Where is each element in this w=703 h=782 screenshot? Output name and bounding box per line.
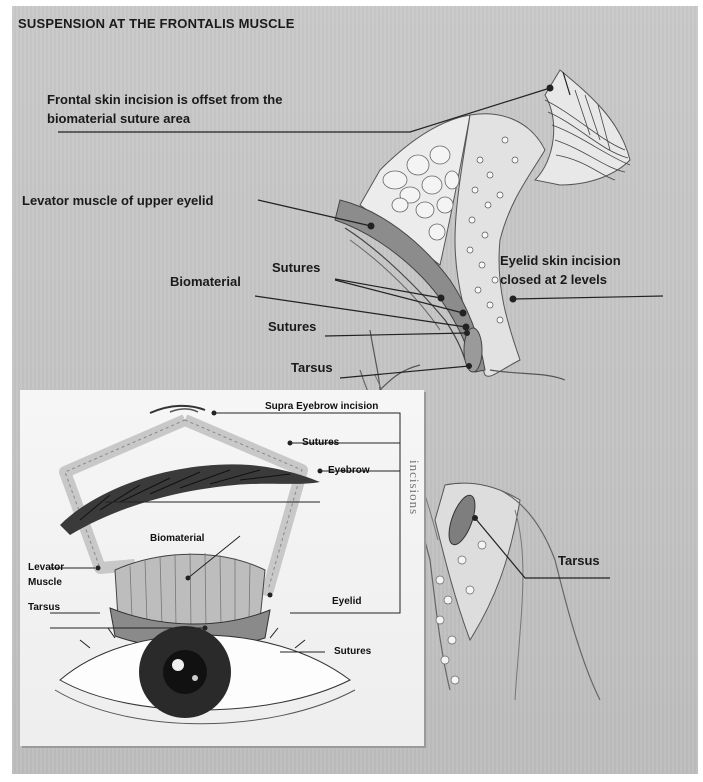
frontal-eye-illustration <box>20 390 424 746</box>
inset-biomaterial-label: Biomaterial <box>150 533 204 545</box>
frontal-incision-label-line2: biomaterial suture area <box>47 110 190 128</box>
frontal-incision-label-line1: Frontal skin incision is offset from the <box>47 91 282 109</box>
inset-tarsus-label: Tarsus <box>28 602 60 614</box>
eyelid-incision-label-line2: closed at 2 levels <box>500 271 607 289</box>
frontal-view-inset: Supra Eyebrow incision Sutures Eyebrow B… <box>20 390 424 746</box>
inset-incisions-label: incisions <box>406 460 422 515</box>
levator-muscle-label: Levator muscle of upper eyelid <box>22 192 213 210</box>
inset-sutures-label-top: Sutures <box>302 437 339 449</box>
inset-eyebrow-label: Eyebrow <box>328 465 370 477</box>
tarsus-label-main: Tarsus <box>291 359 333 377</box>
eyelid-incision-label-line1: Eyelid skin incision <box>500 252 621 270</box>
inset-eyelid-label: Eyelid <box>332 596 361 608</box>
inset-levator-label: Levator <box>28 562 64 574</box>
sutures-label-middle: Sutures <box>268 318 316 336</box>
inset-sutures-label-bottom: Sutures <box>334 646 371 658</box>
figure-title: SUSPENSION AT THE FRONTALIS MUSCLE <box>18 16 295 31</box>
tarsus-label-lower: Tarsus <box>558 552 600 570</box>
biomaterial-label: Biomaterial <box>170 273 241 291</box>
sutures-label-top: Sutures <box>272 259 320 277</box>
inset-supra-eyebrow-label: Supra Eyebrow incision <box>265 401 378 413</box>
inset-muscle-label: Muscle <box>28 577 62 589</box>
